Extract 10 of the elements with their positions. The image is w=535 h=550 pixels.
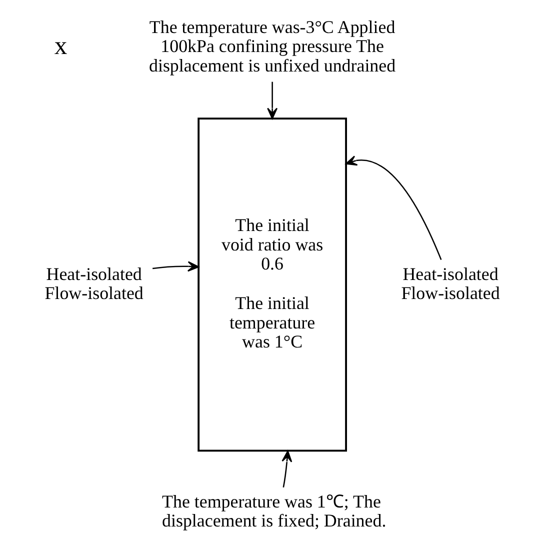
- node-box: The initial void ratio was 0.6 The initial temperature was 1°C: [198, 118, 347, 452]
- node-text: The temperature was-3°C Applied 100kPa confining pressure The displacement is unfixed undrained: [149, 16, 396, 76]
- arrow: [152, 261, 200, 272]
- arrow: [267, 82, 278, 120]
- node-text: Heat-isolated Flow-isolated: [44, 264, 144, 303]
- arrow: [345, 156, 442, 260]
- node-text: Heat-isolated Flow-isolated: [401, 264, 500, 303]
- label: x: [54, 30, 68, 60]
- node-text: The temperature was 1℃; The displacement is fixed; Drained.: [162, 491, 386, 531]
- arrow: [282, 450, 292, 488]
